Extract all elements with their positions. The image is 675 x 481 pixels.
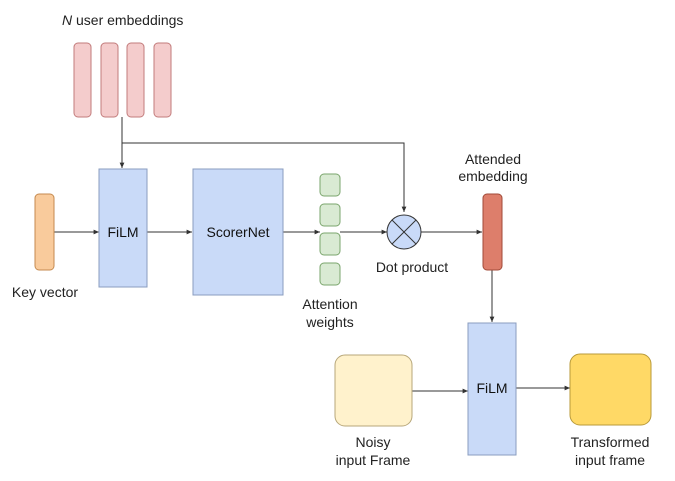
film-block-top-label: FiLM — [107, 224, 138, 240]
attention-weights-stack — [319, 173, 341, 286]
film-block-top — [98, 168, 148, 288]
attention-weight-2 — [319, 203, 341, 227]
dot-product-label: Dot product — [376, 259, 448, 275]
attention-weights-label-line2: weights — [305, 314, 353, 330]
user-embedding-1 — [73, 42, 92, 118]
scorernet-block-label: ScorerNet — [206, 224, 269, 240]
noisy-input-label-line2: input Frame — [336, 452, 411, 468]
key-vector-bar — [34, 193, 55, 271]
user-embedding-2 — [100, 42, 119, 118]
user-embedding-3 — [126, 42, 145, 118]
edge-embeddings-to-dot — [122, 142, 407, 212]
transformed-label-line1: Transformed — [571, 434, 650, 450]
noisy-input-label-line1: Noisy — [355, 434, 390, 450]
film-block-bottom-label: FiLM — [476, 380, 507, 396]
noisy-input-frame-box — [334, 354, 413, 427]
user-embeddings-label: N user embeddings — [62, 12, 183, 28]
film-block-bottom — [467, 322, 517, 456]
dot-product-icon — [386, 214, 422, 250]
attention-weight-1 — [319, 173, 341, 197]
attention-weight-4 — [319, 262, 341, 286]
transformed-label-line2: input frame — [575, 452, 645, 468]
key-vector-label: Key vector — [12, 284, 78, 300]
scorernet-block — [192, 168, 284, 296]
attended-embedding-label-line2: embedding — [458, 168, 527, 184]
attended-embedding-label-line1: Attended — [465, 151, 521, 167]
transformed-input-frame-box — [569, 353, 652, 426]
attention-weight-3 — [319, 232, 341, 256]
user-embedding-4 — [153, 42, 172, 118]
user-embeddings-stack — [73, 42, 172, 118]
attention-weights-label-line1: Attention — [302, 296, 357, 312]
attended-embedding-bar — [482, 193, 503, 271]
